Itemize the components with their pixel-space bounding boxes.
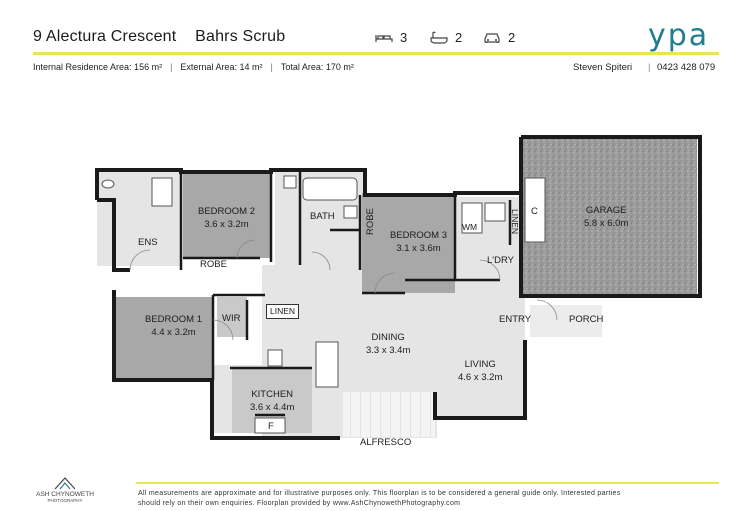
garage-floor <box>522 137 697 297</box>
room-label-bedroom-3: BEDROOM 3 3.1 x 3.6m <box>390 229 447 255</box>
room-label-living: LIVING 4.6 x 3.2m <box>458 358 502 384</box>
room-label-bedroom-2: BEDROOM 2 3.6 x 3.2m <box>198 205 255 231</box>
room-label-fridge: F <box>268 421 274 432</box>
interior-walls <box>179 172 512 417</box>
kitchen-size: 3.6 x 4.4m <box>250 402 295 413</box>
bedroom-1-floor <box>114 297 213 379</box>
bedroom-3-size: 3.1 x 3.6m <box>396 243 441 254</box>
ensuite-shower <box>151 177 173 207</box>
area-separator: | <box>170 62 173 72</box>
room-label-linen-1: LINEN <box>510 208 521 235</box>
area-separator: | <box>270 62 273 72</box>
room-label-washing-machine: WM <box>462 222 478 232</box>
bed-icon <box>375 34 393 42</box>
room-label-bedroom-1: BEDROOM 1 4.4 x 3.2m <box>145 313 202 339</box>
washing-machine <box>484 202 506 222</box>
dining-size: 3.3 x 3.4m <box>366 345 411 356</box>
bedroom-1-name: BEDROOM 1 <box>145 314 203 325</box>
disclaimer-line-2: should rely on their own enquiries. Floo… <box>138 500 461 507</box>
car-icon <box>484 33 500 43</box>
street-address: 9 Alectura Crescent <box>33 28 177 45</box>
brand-name: ASH CHYNOWETH <box>36 491 94 498</box>
ensuite-toilet <box>101 179 115 189</box>
baths-count: 2 <box>455 30 463 45</box>
property-address: 9 Alectura Crescent Bahrs Scrub <box>33 28 299 46</box>
suburb: Bahrs Scrub <box>195 28 286 45</box>
bedroom-fills <box>114 172 455 379</box>
header-divider <box>33 52 719 55</box>
agent-separator: | <box>648 62 651 73</box>
bedroom-2-size: 3.6 x 3.2m <box>204 219 249 230</box>
room-label-entry: ENTRY <box>499 314 532 325</box>
footer-divider <box>136 482 719 484</box>
room-label-dining: DINING 3.3 x 3.4m <box>366 331 410 357</box>
room-label-porch: PORCH <box>569 314 604 325</box>
baths-feature: 2 <box>430 30 462 45</box>
photographer-brand: ASH CHYNOWETH PHOTOGRAPHY <box>30 476 100 503</box>
brand-subtitle: PHOTOGRAPHY <box>47 498 83 503</box>
fixtures <box>101 175 546 434</box>
agent-phone: 0423 428 079 <box>657 62 716 73</box>
bath-vanity <box>343 205 358 219</box>
beds-count: 3 <box>400 30 408 45</box>
bathtub-icon <box>430 31 448 44</box>
room-label-alfresco: ALFRESCO <box>360 437 412 448</box>
external-area: External Area: 14 m² <box>180 62 263 72</box>
bedroom-1-size: 4.4 x 3.2m <box>151 327 196 338</box>
room-label-ensuite: ENS <box>138 237 158 248</box>
cars-count: 2 <box>508 30 516 45</box>
room-label-linen-2: LINEN <box>266 304 300 319</box>
bedroom-3-floor <box>362 193 455 293</box>
room-label-laundry: L'DRY <box>487 255 514 266</box>
garage-name: GARAGE <box>585 205 627 216</box>
laundry-tub <box>461 202 483 234</box>
disclaimer-line-1: All measurements are approximate and for… <box>138 490 621 497</box>
agency-logo: ypa <box>648 18 710 53</box>
living-size: 4.6 x 3.2m <box>458 372 503 383</box>
garage-size: 5.8 x 6.0m <box>584 218 629 229</box>
bedroom-2-name: BEDROOM 2 <box>198 206 256 217</box>
agent-name: Steven Spiteri <box>573 62 633 73</box>
beds-feature: 3 <box>375 30 407 45</box>
bedroom-2-floor <box>183 172 271 258</box>
room-label-wir: WIR <box>222 313 241 324</box>
internal-area: Internal Residence Area: 156 m² <box>33 62 163 72</box>
room-label-kitchen: KITCHEN 3.6 x 4.4m <box>250 388 294 414</box>
mountain-logo-icon <box>54 477 76 490</box>
dining-name: DINING <box>371 332 405 343</box>
fridge-space <box>254 417 286 434</box>
bedroom-3-name: BEDROOM 3 <box>390 230 448 241</box>
doors <box>129 239 558 341</box>
room-label-cupboard: C <box>531 206 538 217</box>
room-label-garage: GARAGE 5.8 x 6.0m <box>584 204 628 230</box>
area-summary: Internal Residence Area: 156 m² | Extern… <box>33 62 354 72</box>
porch-floor <box>530 305 602 337</box>
kitchen-island <box>315 341 339 388</box>
alfresco-deck <box>343 392 435 437</box>
toilet <box>283 175 297 189</box>
bathtub <box>302 177 358 201</box>
room-label-robe-2: ROBE <box>364 208 376 235</box>
living-name: LIVING <box>464 359 496 370</box>
cars-feature: 2 <box>483 30 515 45</box>
room-label-bath: BATH <box>310 211 335 222</box>
total-area: Total Area: 170 m² <box>280 62 354 72</box>
cooktop <box>267 349 283 367</box>
disclaimer: All measurements are approximate and for… <box>138 489 720 509</box>
room-label-robe-1: ROBE <box>200 259 227 270</box>
garage-cupboard <box>524 177 546 243</box>
kitchen-name: KITCHEN <box>251 389 294 400</box>
